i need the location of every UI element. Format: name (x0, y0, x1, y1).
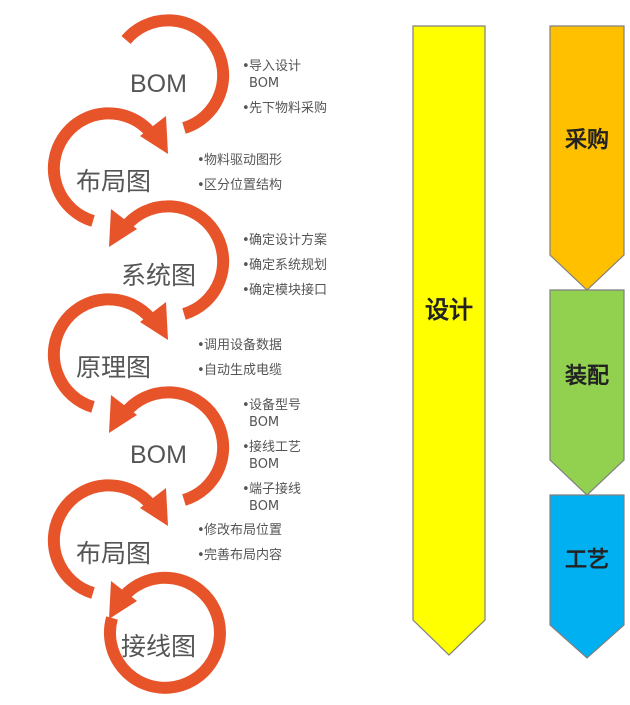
curved-arrow-segment (47, 293, 156, 413)
step-label-schematic: 原理图 (76, 353, 152, 382)
curved-arrow-segment (104, 571, 226, 694)
curved-arrow-segment (47, 107, 156, 227)
step-label-wiring: 接线图 (121, 632, 197, 661)
note-text: 区分位置结构 (204, 178, 283, 193)
arrowhead (109, 395, 137, 433)
assembly-phase-label: 装配 (565, 364, 609, 389)
curved-arrow-segment (47, 479, 156, 599)
note-text: BOM (249, 499, 280, 514)
purchase-phase-label: 采购 (565, 127, 609, 153)
arrowhead (140, 116, 168, 154)
step-label-layout: 布局图 (76, 167, 152, 196)
note-text: 修改布局位置 (204, 523, 283, 538)
note-text: 接线工艺 (249, 440, 302, 455)
note-text: 确定模块接口 (249, 283, 328, 298)
step-label-bom: BOM (130, 70, 187, 98)
notes-step-2: •物料驱动图形 •区分位置结构 (197, 153, 283, 193)
process-phase-label: 工艺 (565, 547, 609, 573)
purchase-phase-arrow (549, 25, 625, 291)
curved-arrow-segment (121, 386, 230, 506)
note-text: 确定系统规划 (249, 258, 328, 273)
note-text: BOM (249, 76, 280, 91)
design-phase-label: 设计 (425, 296, 473, 324)
note-text: 导入设计 (249, 59, 302, 74)
note-text: 设备型号 (249, 398, 302, 413)
note-text: 确定设计方案 (249, 233, 328, 248)
arrowhead (140, 488, 168, 526)
note-text: 完善布局内容 (204, 548, 283, 563)
arrowhead (109, 209, 137, 247)
curved-arrow-segment (121, 200, 230, 320)
process-phase-arrow (549, 494, 625, 659)
design-phase-arrow (412, 25, 486, 656)
note-text: 调用设备数据 (204, 338, 283, 353)
note-text: 自动生成电缆 (204, 363, 283, 378)
notes-step-4: •调用设备数据 •自动生成电缆 (197, 338, 283, 378)
arrowhead (109, 581, 137, 619)
note-text: BOM (249, 415, 280, 430)
notes-step-6: •修改布局位置 •完善布局内容 (197, 523, 283, 563)
step-label-system: 系统图 (121, 261, 197, 290)
note-text: BOM (249, 457, 280, 472)
notes-step-3: •确定设计方案 •确定系统规划 •确定模块接口 (242, 233, 328, 298)
arrowhead (140, 302, 168, 340)
note-text: 先下物料采购 (249, 101, 328, 116)
step-label-layout-2: 布局图 (76, 539, 152, 568)
assembly-phase-arrow (549, 289, 625, 496)
curved-arrow-segment (121, 14, 230, 134)
note-text: 物料驱动图形 (204, 153, 283, 168)
note-text: 端子接线 (249, 482, 302, 497)
step-label-bom-2: BOM (130, 441, 187, 469)
